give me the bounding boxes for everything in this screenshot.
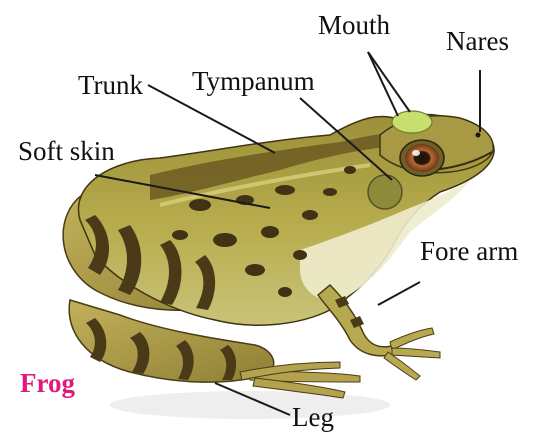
- figure-caption: Frog: [20, 370, 75, 397]
- label-mouth: Mouth: [318, 12, 390, 39]
- ground-shadow: [110, 391, 390, 419]
- label-nares: Nares: [446, 28, 509, 55]
- front-toes: [384, 328, 440, 380]
- label-tympanum: Tympanum: [192, 68, 315, 95]
- leader-fore-arm: [378, 282, 420, 305]
- leader-mouth-b: [368, 52, 410, 112]
- eye-iris: [405, 144, 439, 172]
- tympanum-disc: [368, 175, 402, 209]
- eye-highlight: [412, 150, 420, 156]
- nostril: [476, 133, 481, 138]
- label-trunk: Trunk: [78, 72, 143, 99]
- leader-mouth-a: [368, 52, 398, 116]
- label-soft-skin: Soft skin: [18, 138, 115, 165]
- label-leg: Leg: [292, 404, 334, 431]
- label-fore-arm: Fore arm: [420, 238, 518, 265]
